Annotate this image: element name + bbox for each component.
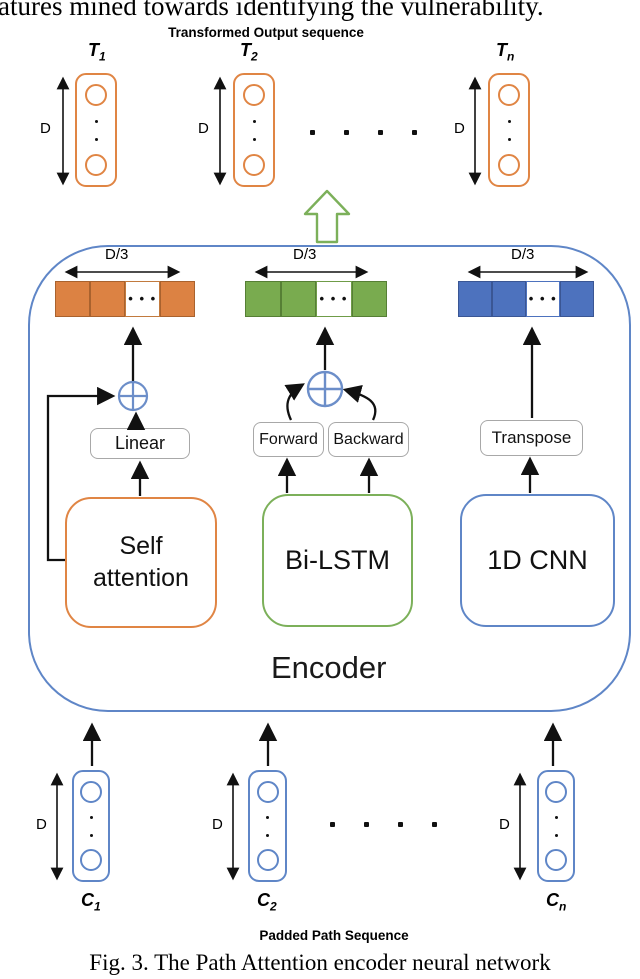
token-label-t2: T2 bbox=[240, 41, 258, 63]
input-token-cn bbox=[537, 770, 575, 882]
self-attention-block: Self attention bbox=[65, 497, 217, 628]
token-node-circle bbox=[80, 781, 102, 803]
token-label-cn: Cn bbox=[546, 891, 566, 913]
token-node-circle bbox=[243, 154, 265, 176]
token-letter: C bbox=[81, 890, 94, 910]
output-sequence-title: Transformed Output sequence bbox=[168, 25, 364, 40]
token-subscript: n bbox=[559, 899, 567, 914]
token-label-t1: T1 bbox=[88, 41, 106, 63]
token-node-circle bbox=[243, 84, 265, 106]
token-ellipsis bbox=[252, 119, 256, 141]
dim-third-label: D/3 bbox=[105, 246, 129, 263]
token-subscript: 1 bbox=[94, 899, 101, 914]
bar-cell-ellipsis: • • • bbox=[125, 281, 160, 317]
bar-cell bbox=[55, 281, 90, 317]
token-ellipsis bbox=[554, 815, 558, 837]
backward-op-box: Backward bbox=[328, 422, 409, 457]
dimension-label: D bbox=[212, 816, 223, 833]
feature-bar-bilstm: • • • bbox=[245, 281, 387, 317]
dimension-label: D bbox=[454, 120, 465, 137]
feature-bar-1dcnn: • • • bbox=[458, 281, 594, 317]
output-token-tn bbox=[488, 73, 530, 187]
token-node-circle bbox=[85, 154, 107, 176]
dimension-label: D bbox=[499, 816, 510, 833]
dimension-label: D bbox=[36, 816, 47, 833]
bar-cell bbox=[492, 281, 526, 317]
bar-cell bbox=[458, 281, 492, 317]
token-node-circle bbox=[498, 154, 520, 176]
output-token-t1 bbox=[75, 73, 117, 187]
token-node-circle bbox=[80, 849, 102, 871]
token-label-tn: Tn bbox=[496, 41, 514, 63]
output-token-t2 bbox=[233, 73, 275, 187]
dimension-label: D bbox=[198, 120, 209, 137]
linear-op-box: Linear bbox=[90, 428, 190, 459]
input-token-c2 bbox=[248, 770, 287, 882]
token-letter: T bbox=[88, 40, 99, 60]
block-arrow-up-icon bbox=[303, 189, 351, 244]
token-subscript: n bbox=[507, 49, 515, 64]
bar-cell-ellipsis: • • • bbox=[316, 281, 352, 317]
token-subscript: 2 bbox=[251, 49, 258, 64]
token-ellipsis bbox=[89, 815, 93, 837]
token-subscript: 2 bbox=[270, 899, 277, 914]
output-sequence-ellipsis bbox=[310, 130, 417, 135]
token-node-circle bbox=[256, 781, 279, 803]
input-sequence-ellipsis bbox=[330, 822, 437, 827]
token-node-circle bbox=[256, 849, 279, 871]
token-letter: T bbox=[496, 40, 507, 60]
token-subscript: 1 bbox=[99, 49, 106, 64]
encoder-container bbox=[28, 245, 631, 712]
feature-bar-self-attention: • • • bbox=[55, 281, 195, 317]
token-label-c1: C1 bbox=[81, 891, 101, 913]
figure-caption: Fig. 3. The Path Attention encoder neura… bbox=[89, 950, 551, 975]
input-sequence-title: Padded Path Sequence bbox=[259, 928, 409, 943]
transpose-op-box: Transpose bbox=[480, 420, 583, 456]
dim-third-label: D/3 bbox=[511, 246, 535, 263]
dimension-label: D bbox=[40, 120, 51, 137]
token-node-circle bbox=[498, 84, 520, 106]
token-ellipsis bbox=[266, 815, 269, 837]
token-ellipsis bbox=[507, 119, 511, 141]
forward-op-box: Forward bbox=[253, 422, 324, 457]
token-node-circle bbox=[85, 84, 107, 106]
token-ellipsis bbox=[94, 119, 98, 141]
bar-cell bbox=[280, 281, 316, 317]
token-letter: C bbox=[257, 890, 270, 910]
bar-cell bbox=[160, 281, 195, 317]
token-label-c2: C2 bbox=[257, 891, 277, 913]
body-text-fragment: atures mined towards identifying the vul… bbox=[0, 0, 544, 21]
bar-cell-ellipsis: • • • bbox=[526, 281, 560, 317]
encoder-label: Encoder bbox=[271, 650, 387, 685]
bar-cell bbox=[560, 281, 594, 317]
dim-third-label: D/3 bbox=[293, 246, 317, 263]
bar-cell bbox=[245, 281, 281, 317]
input-token-c1 bbox=[72, 770, 110, 882]
bar-cell bbox=[90, 281, 125, 317]
bar-cell bbox=[351, 281, 387, 317]
token-node-circle bbox=[545, 849, 567, 871]
1dcnn-block: 1D CNN bbox=[460, 494, 615, 627]
token-letter: C bbox=[546, 890, 559, 910]
token-letter: T bbox=[240, 40, 251, 60]
token-node-circle bbox=[545, 781, 567, 803]
bilstm-block: Bi-LSTM bbox=[262, 494, 413, 627]
